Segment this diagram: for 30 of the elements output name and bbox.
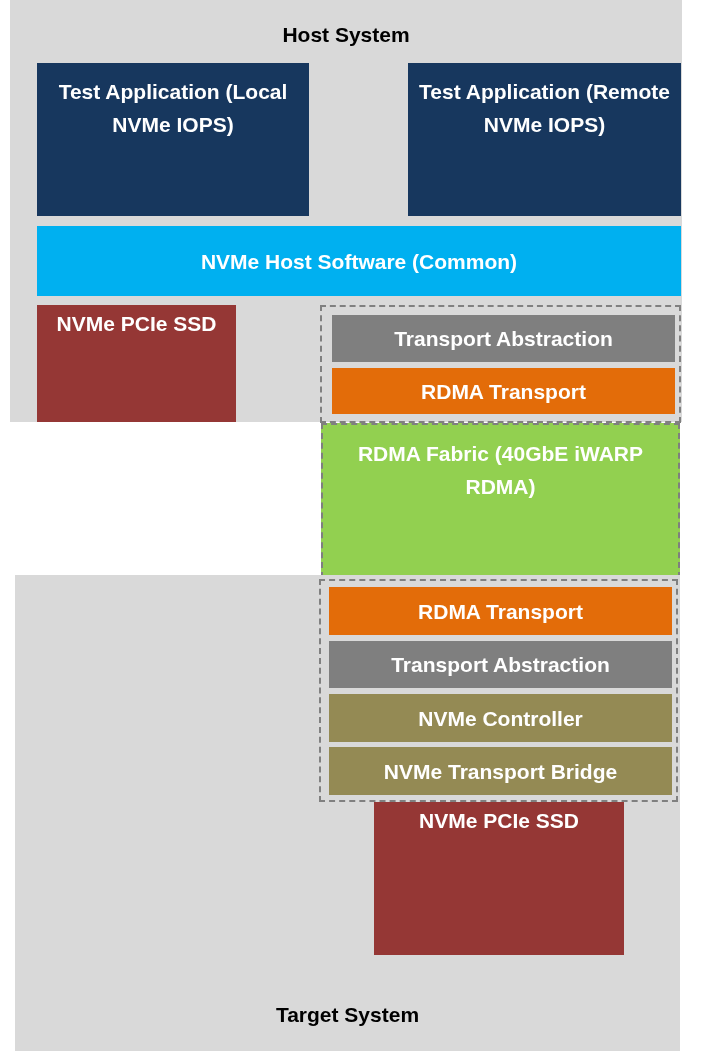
layer-bar <box>332 315 675 362</box>
layer-label: Transport Abstraction <box>391 652 610 678</box>
box-label: RDMA Fabric (40GbE iWARP RDMA) <box>356 441 645 500</box>
application-box <box>37 63 309 216</box>
system-panel <box>10 0 682 422</box>
box-label: NVMe PCIe SSD <box>419 808 579 834</box>
storage-box <box>37 305 236 422</box>
layer-bar <box>329 747 672 795</box>
layer-label: RDMA Transport <box>418 598 583 625</box>
application-box <box>408 63 681 216</box>
layer-label: RDMA Transport <box>421 378 586 405</box>
layer-label: Transport Abstraction <box>394 326 613 352</box>
box-label: Test Application (Remote NVMe IOPS) <box>418 79 671 138</box>
layer-bar <box>37 226 681 296</box>
layer-bar <box>329 641 672 688</box>
panel-heading: Target System <box>275 1002 420 1028</box>
layer-label: NVMe Host Software (Common) <box>200 248 518 275</box>
layer-bar <box>332 368 675 414</box>
layer-label: NVMe Controller <box>418 705 583 732</box>
dashed-group-outline <box>319 579 678 802</box>
layer-bar <box>329 587 672 635</box>
system-panel <box>15 575 680 1051</box>
layer-bar <box>329 694 672 742</box>
dashed-group-outline <box>320 305 681 423</box>
box-label: NVMe PCIe SSD <box>56 311 217 337</box>
fabric-box <box>321 423 680 578</box>
box-label: Test Application (Local NVMe IOPS) <box>57 79 289 138</box>
storage-box <box>374 802 624 955</box>
panel-heading: Host System <box>282 22 410 48</box>
layer-label: NVMe Transport Bridge <box>383 758 618 785</box>
